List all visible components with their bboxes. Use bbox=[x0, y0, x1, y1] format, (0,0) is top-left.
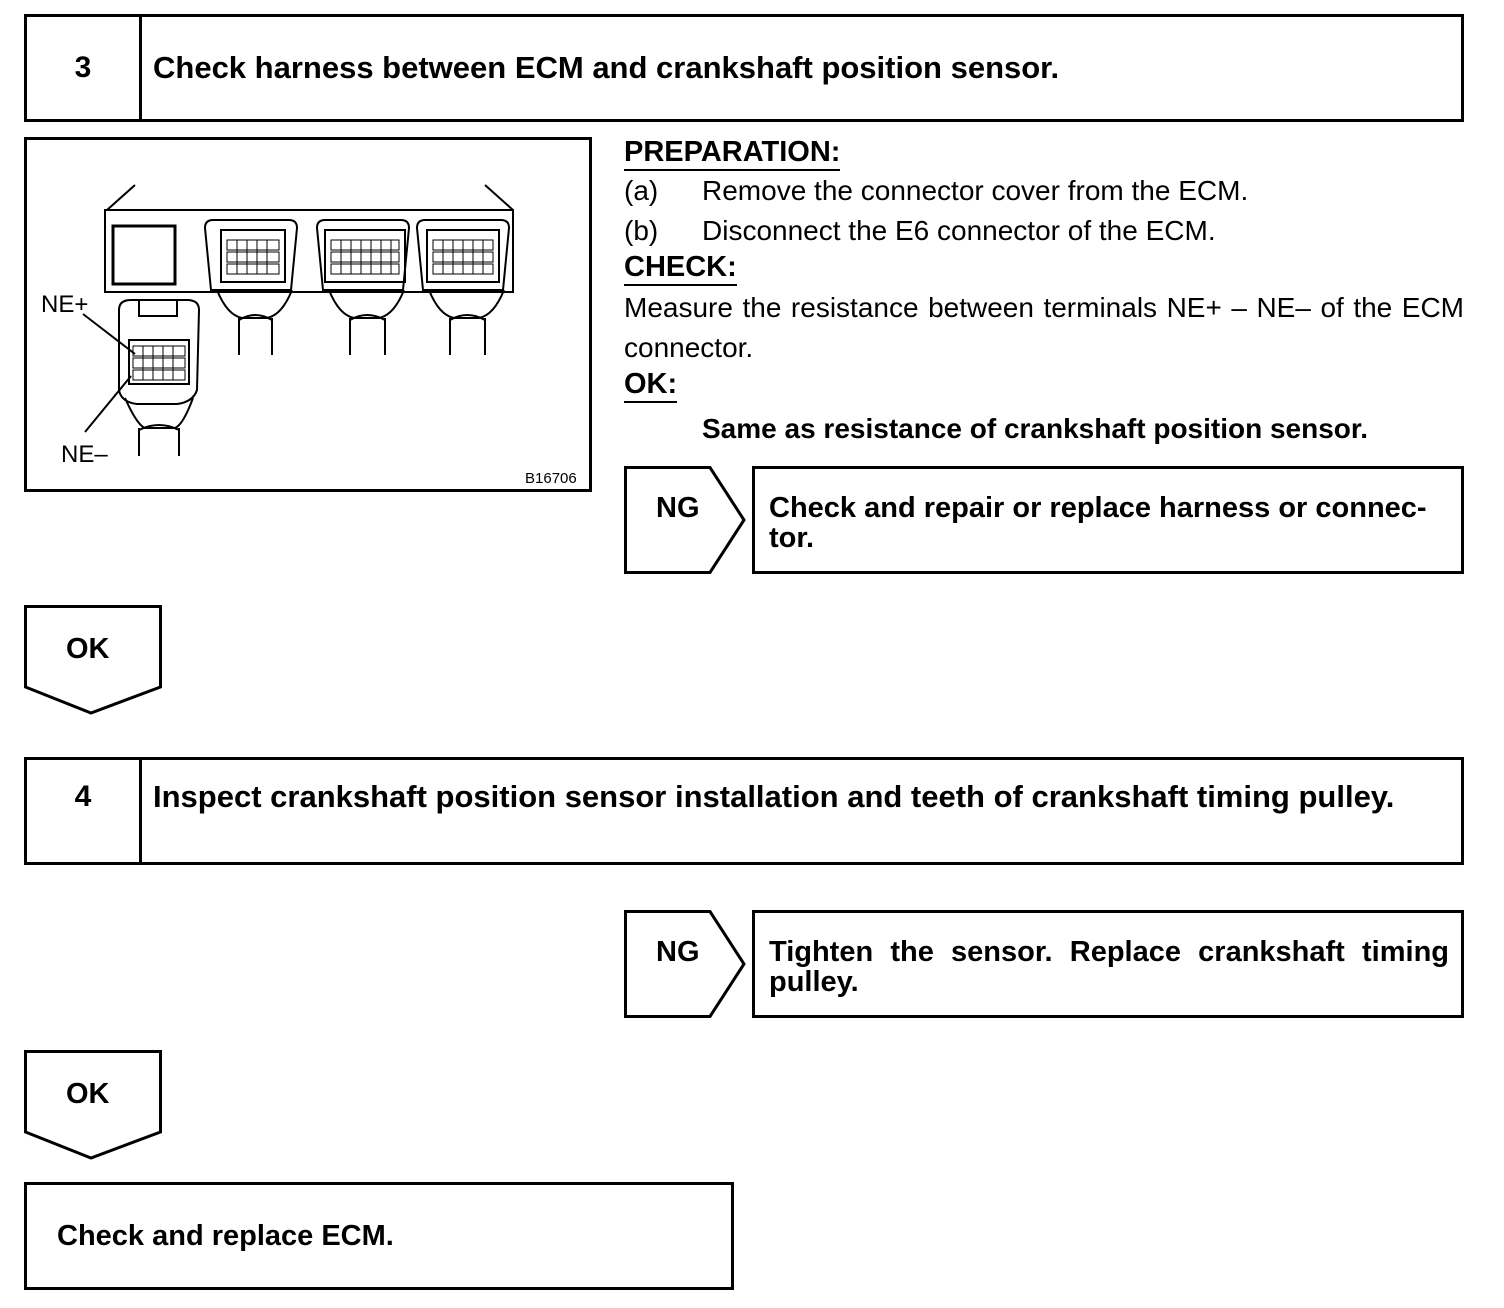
ecm-connector-figure: NE+ NE– B16706 bbox=[24, 137, 592, 492]
ng-action-2-text: Tighten the sensor. Replace crankshaft t… bbox=[769, 936, 1449, 998]
ecm-connector-1 bbox=[203, 219, 299, 355]
final-action-text: Check and replace ECM. bbox=[57, 1220, 394, 1252]
ecm-edge-right bbox=[484, 184, 514, 211]
ok-heading: OK: bbox=[624, 368, 678, 403]
ng-arrow-2-shape bbox=[624, 910, 746, 1018]
instructions: PREPARATION: (a) Remove the connector co… bbox=[624, 136, 1464, 449]
ne-plus-label: NE+ bbox=[41, 291, 88, 318]
ne-minus-label: NE– bbox=[61, 441, 108, 468]
ng-label-2: NG bbox=[656, 936, 700, 968]
preparation-heading: PREPARATION: bbox=[624, 136, 841, 171]
ok-label-2: OK bbox=[66, 1078, 110, 1110]
ok-text: Same as resistance of crankshaft positio… bbox=[702, 413, 1369, 444]
check-heading: CHECK: bbox=[624, 251, 737, 286]
ne-minus-leader bbox=[84, 375, 132, 433]
terminal-grid-e6 bbox=[132, 345, 186, 381]
ng-action-1-text: Check and repair or replace harness or c… bbox=[769, 492, 1427, 554]
prep-step-b-text: Disconnect the E6 connector of the ECM. bbox=[702, 215, 1216, 246]
ecm-edge-left bbox=[106, 184, 136, 211]
step-4-header: 4 Inspect crankshaft position sensor ins… bbox=[24, 757, 1464, 865]
figure-id: B16706 bbox=[525, 470, 577, 487]
e6-connector bbox=[118, 299, 201, 456]
prep-step-a-text: Remove the connector cover from the ECM. bbox=[702, 175, 1249, 206]
step-3-header: 3 Check harness between ECM and cranksha… bbox=[24, 14, 1464, 122]
ng-arrow-1: NG bbox=[624, 466, 748, 574]
prep-step-b-marker: (b) bbox=[624, 215, 659, 246]
ecm-connector-illustration: NE+ NE– B16706 bbox=[41, 184, 577, 487]
prep-step-b: (b) Disconnect the E6 connector of the E… bbox=[624, 211, 1464, 251]
terminal-grid-1 bbox=[226, 239, 280, 275]
ok-arrow-2-shape bbox=[24, 1050, 162, 1160]
step-3-number: 3 bbox=[27, 17, 142, 119]
ne-plus-leader bbox=[82, 313, 136, 355]
ng-action-1: Check and repair or replace harness or c… bbox=[752, 466, 1464, 574]
check-text: Measure the resistance between terminals… bbox=[624, 292, 1464, 363]
prep-step-a: (a) Remove the connector cover from the … bbox=[624, 171, 1464, 211]
ecm-connector-2 bbox=[315, 219, 411, 355]
step-3-title: Check harness between ECM and crankshaft… bbox=[153, 50, 1060, 85]
ok-label-1: OK bbox=[66, 633, 110, 665]
ng-arrow-1-shape bbox=[624, 466, 746, 574]
final-action-box: Check and replace ECM. bbox=[24, 1182, 734, 1290]
terminal-grid-3 bbox=[432, 239, 494, 275]
ok-arrow-1: OK bbox=[24, 605, 162, 717]
ecm-body bbox=[104, 209, 514, 293]
prep-step-a-marker: (a) bbox=[624, 175, 659, 206]
step-4-title: Inspect crankshaft position sensor insta… bbox=[153, 779, 1395, 814]
terminal-grid-2 bbox=[330, 239, 400, 275]
ecm-cover-window bbox=[111, 224, 177, 286]
ng-action-2: Tighten the sensor. Replace crankshaft t… bbox=[752, 910, 1464, 1018]
ok-arrow-2: OK bbox=[24, 1050, 162, 1162]
step-4-number: 4 bbox=[27, 760, 142, 862]
ng-label-1: NG bbox=[656, 492, 700, 524]
ng-arrow-2: NG bbox=[624, 910, 748, 1018]
ecm-connector-3 bbox=[415, 219, 511, 355]
ok-arrow-1-shape bbox=[24, 605, 162, 715]
